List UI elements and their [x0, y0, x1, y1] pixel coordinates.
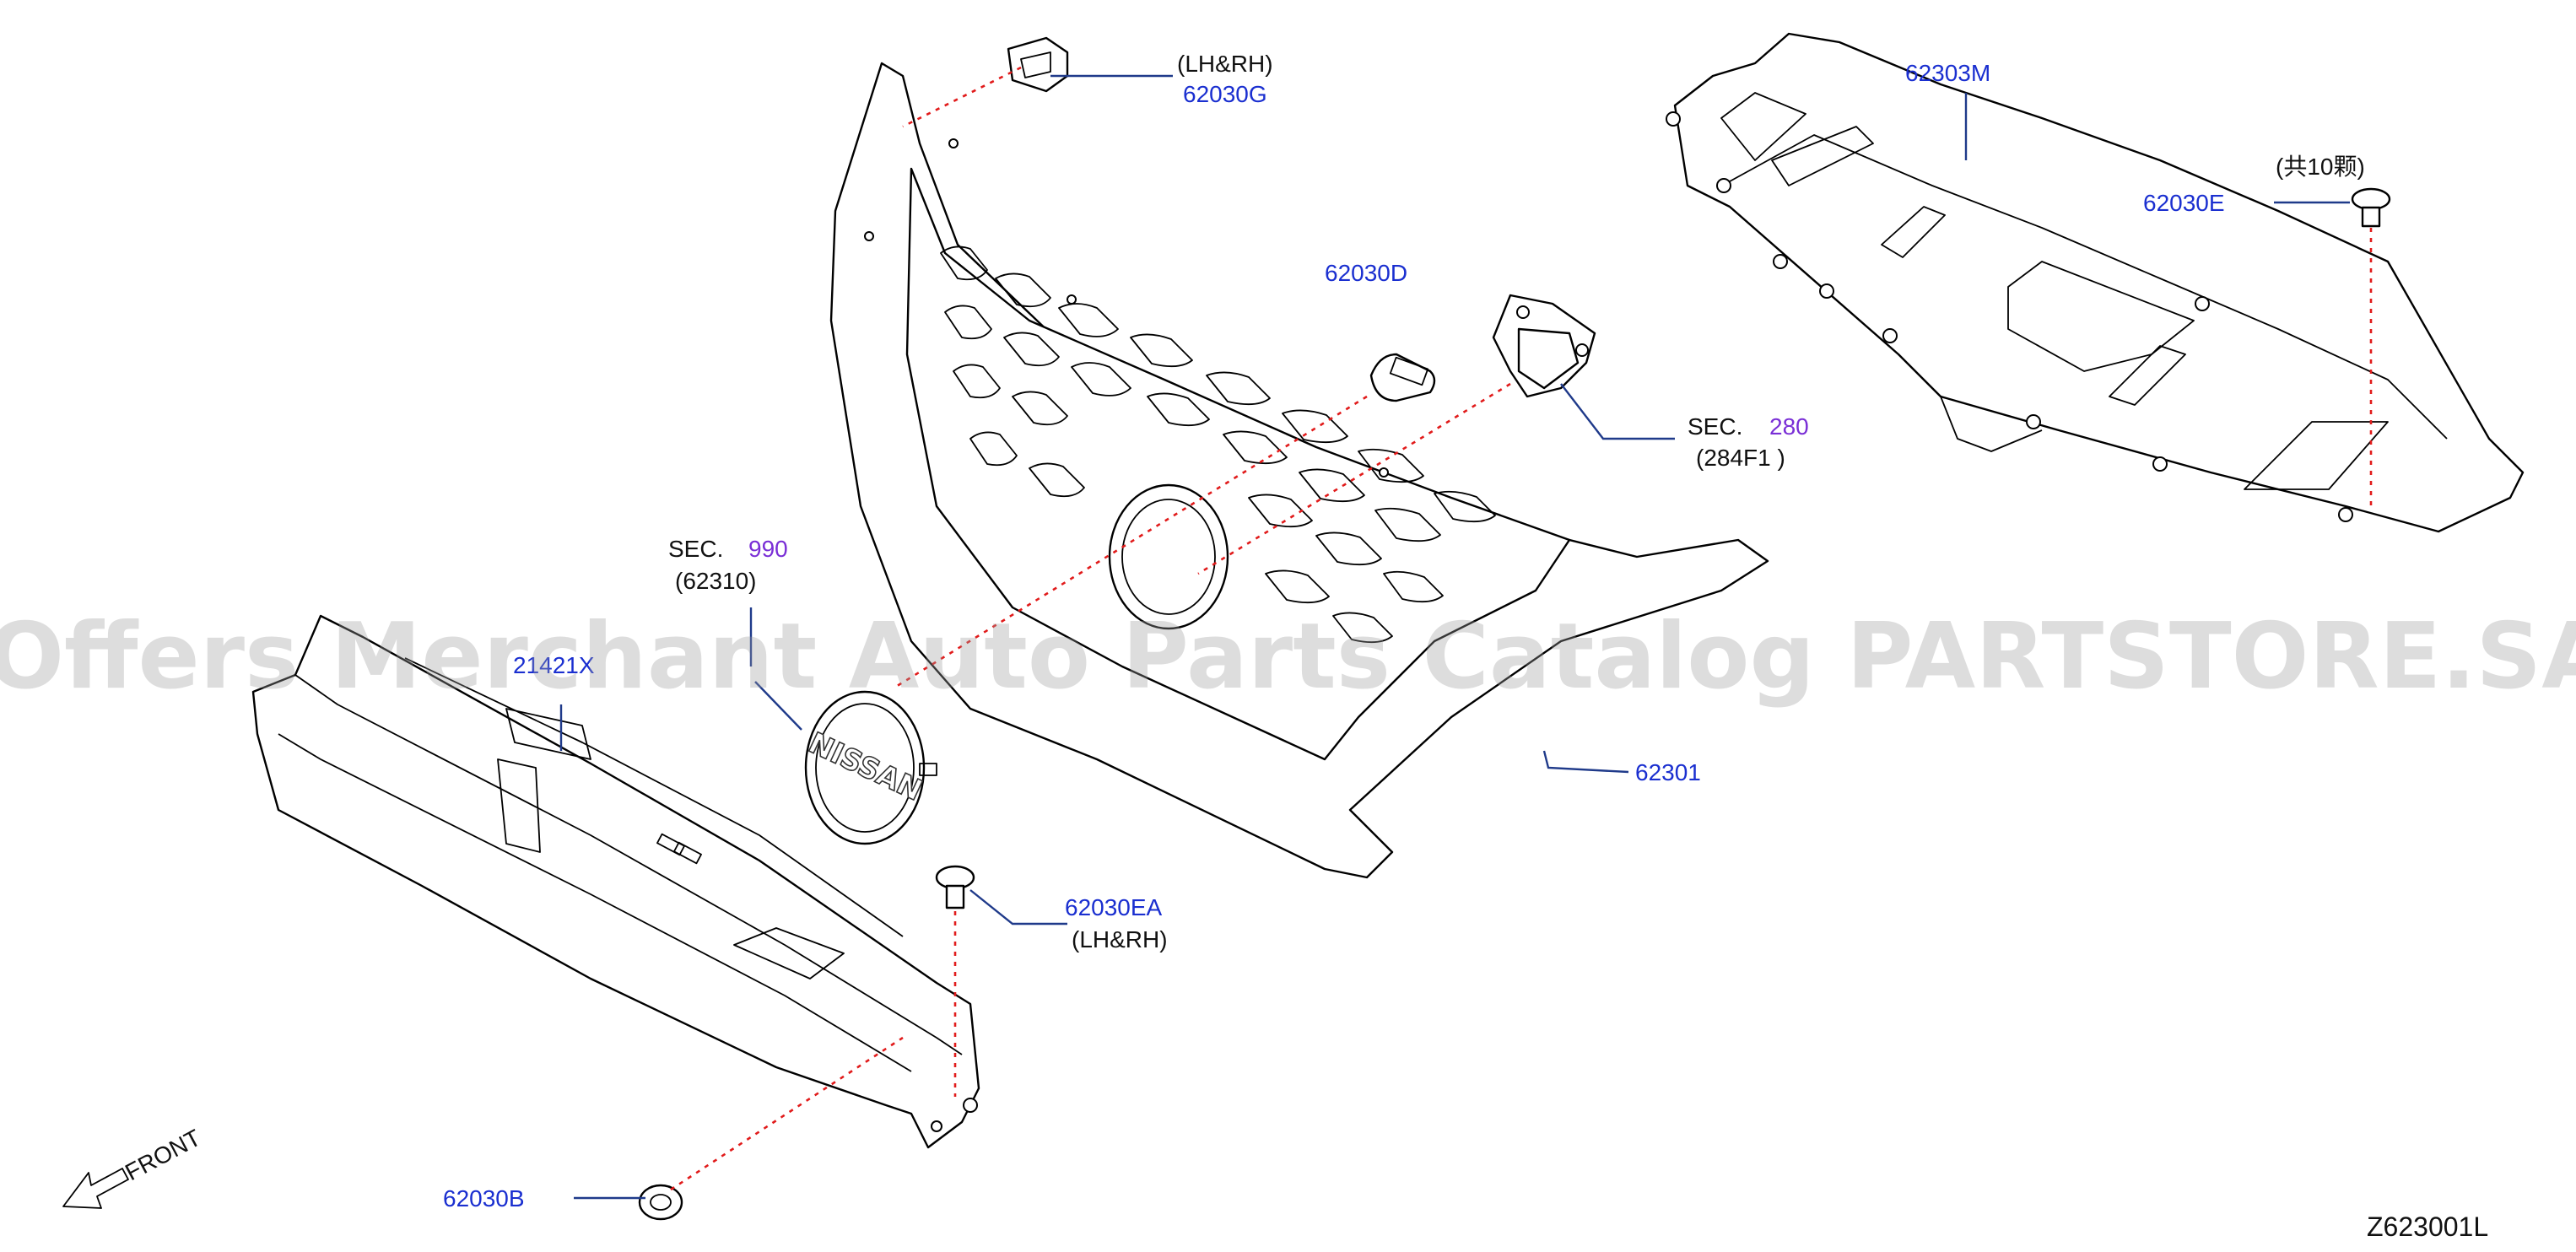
clip-62030G [1007, 36, 1069, 93]
nissan-emblem: NISSAN [802, 690, 937, 845]
label-lower-part: 21421X [513, 652, 595, 678]
label-sec-b-num: 990 [748, 536, 788, 562]
label-62030B: 62030B [443, 1185, 525, 1212]
leader-lines [559, 74, 2350, 1200]
label-sec-a-num: 280 [1769, 413, 1809, 440]
label-62030G: 62030G [1183, 81, 1267, 107]
label-62030D: 62030D [1325, 260, 1407, 286]
label-sec-b-sub: (62310) [675, 568, 757, 594]
front-arrow-icon [62, 1168, 129, 1209]
label-62303M: 62303M [1905, 60, 1990, 86]
watermark: Offers Merchant Auto Parts Catalog PARTS… [0, 604, 2576, 710]
camera-bracket-284F1 [1492, 294, 1596, 398]
label-62030E: 62030E [2143, 190, 2225, 216]
nut-62030B [638, 1184, 683, 1221]
label-quantity: (共10颗) [2276, 154, 2365, 180]
label-62301: 62301 [1635, 759, 1701, 785]
front-label: FRONT [121, 1125, 205, 1186]
label-lhrh-top: (LH&RH) [1177, 51, 1273, 77]
label-sec-a: SEC. [1688, 413, 1742, 440]
front-direction-indicator: FRONT [62, 1125, 205, 1209]
label-sec-b: SEC. [668, 536, 723, 562]
label-sec-a-sub: (284F1 ) [1696, 445, 1785, 471]
clip-62030EA [935, 865, 975, 909]
part-labels: (LH&RH) 62030G 62030D SEC. 280 (284F1 ) … [443, 51, 2488, 1242]
grille-honeycomb [940, 246, 1496, 644]
lower-grille-bracket [251, 614, 980, 1149]
label-62030EA: 62030EA [1065, 894, 1163, 920]
label-lhrh-bottom: (LH&RH) [1072, 926, 1168, 952]
radiator-core-cover-62303M [1666, 32, 2525, 533]
clip-62030E [2351, 187, 2391, 228]
front-grille-62301 [829, 62, 1769, 879]
dashed-guides [670, 66, 2373, 1191]
rivet-62030D [1369, 353, 1436, 402]
diagram-code: Z623001L [2367, 1212, 2488, 1242]
